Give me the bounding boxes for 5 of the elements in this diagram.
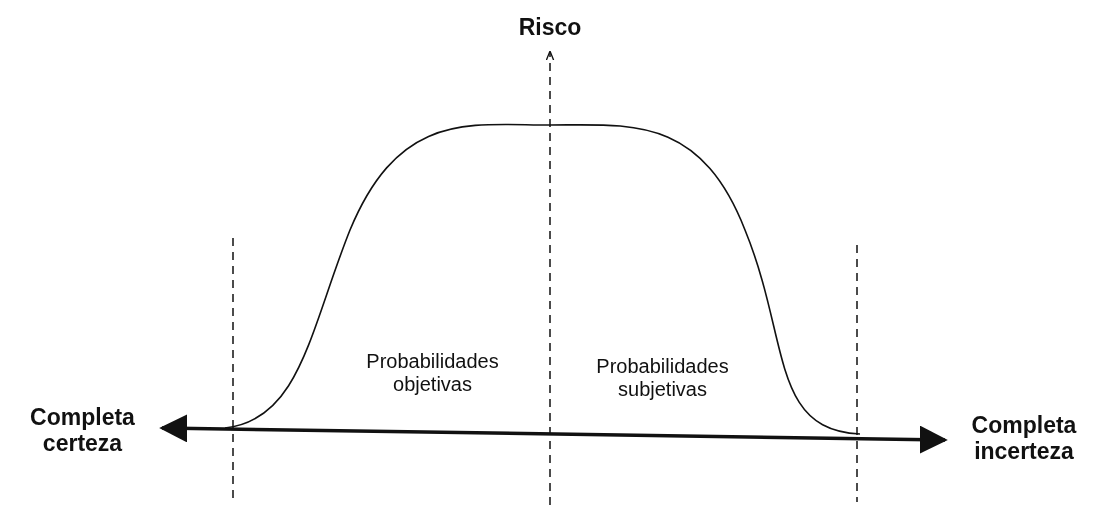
axis-label: Risco <box>517 14 583 41</box>
region-label: Probabilidades subjetivas <box>595 355 730 401</box>
axis-label: Completa certeza <box>29 404 136 457</box>
region-label: Probabilidades objetivas <box>365 350 500 396</box>
axis-label: Completa incerteza <box>970 412 1078 465</box>
